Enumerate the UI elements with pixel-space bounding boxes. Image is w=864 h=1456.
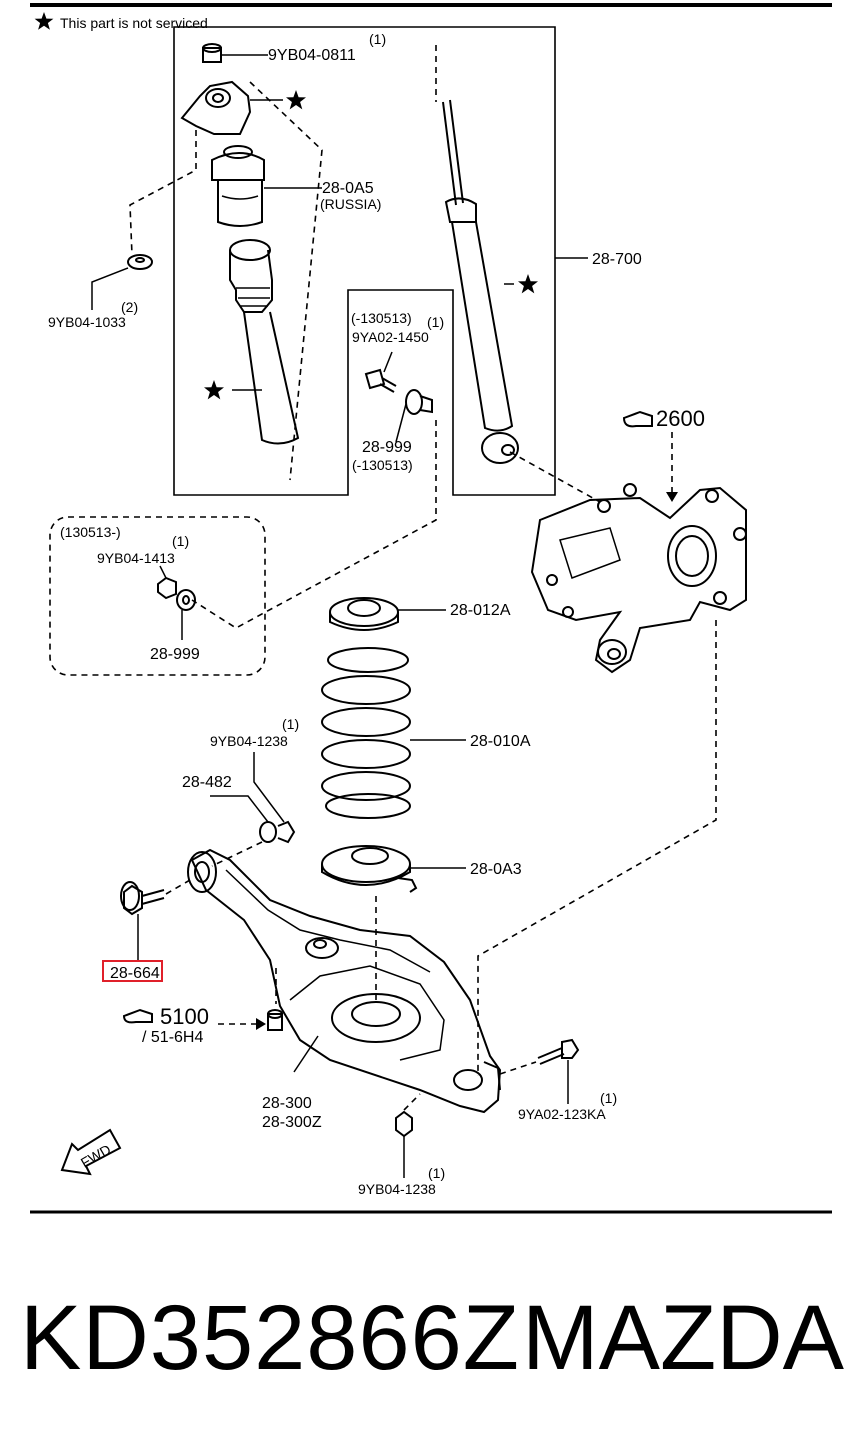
fwd-label: FWD xyxy=(78,1141,114,1171)
label-nut-top-qty: (1) xyxy=(369,31,386,47)
star-icon xyxy=(286,90,306,110)
star-icon xyxy=(204,380,224,400)
label-knuckle-ref: 2600 xyxy=(656,406,705,431)
coil-spring xyxy=(321,647,466,819)
bolt-1450 xyxy=(364,351,397,393)
inset-washer xyxy=(176,589,196,640)
knuckle xyxy=(530,483,747,674)
nut-low xyxy=(395,1093,421,1178)
label-washer: 9YB04-1033 xyxy=(48,314,126,330)
label-lower-seat: 28-0A3 xyxy=(470,861,522,878)
label-bolt-low: 9YA02-123KA xyxy=(518,1106,606,1122)
label-bump-stop-region: (RUSSIA) xyxy=(320,196,381,212)
label-arm-z: 28-300Z xyxy=(262,1114,322,1131)
pointing-hand-icon xyxy=(122,1008,153,1024)
label-washer-qty: (2) xyxy=(121,299,138,315)
highlight-box[interactable] xyxy=(102,960,163,982)
fwd-arrow: FWD xyxy=(60,1128,122,1176)
inset-nut xyxy=(157,565,177,600)
label-nut-top: 9YB04-0811 xyxy=(268,47,356,64)
knuckle-ref: 2600 xyxy=(622,406,705,502)
label-inset-qty: (1) xyxy=(172,533,189,549)
label-upper-seat: 28-012A xyxy=(450,602,511,619)
upper-mount xyxy=(180,80,306,135)
bush-482 xyxy=(210,752,296,844)
washer-1033 xyxy=(91,254,153,310)
label-bolt-qty: (1) xyxy=(427,314,444,330)
label-bump-stop: 28-0A5 xyxy=(322,180,374,197)
legend: This part is not serviced xyxy=(34,12,208,31)
label-nut-mid: 9YB04-1238 xyxy=(210,733,288,749)
upper-spring-seat xyxy=(329,597,446,631)
bump-stop xyxy=(211,145,322,227)
label-ref-5100-sub: / 51-6H4 xyxy=(142,1029,203,1046)
label-inset-nut: 9YB04-1413 xyxy=(97,550,175,566)
bolt-664 xyxy=(120,879,191,962)
legend-note: This part is not serviced xyxy=(60,15,208,31)
inset-box xyxy=(49,516,266,676)
label-sw-code: 28-999 xyxy=(362,439,412,456)
label-nut-low: 9YB04-1238 xyxy=(358,1181,436,1197)
mount-nut xyxy=(202,43,268,63)
washer-999-a xyxy=(395,389,433,443)
pointing-hand-icon xyxy=(622,410,653,428)
label-spring: 28-010A xyxy=(470,733,531,750)
label-shock: 28-700 xyxy=(592,251,642,268)
label-bolt-low-qty: (1) xyxy=(600,1090,617,1106)
bolt-123ka xyxy=(499,1038,580,1104)
dust-boot xyxy=(204,239,300,445)
label-highlight[interactable]: 28-664 xyxy=(110,965,160,982)
lower-spring-seat xyxy=(321,845,466,893)
label-sw-range: (-130513) xyxy=(352,457,413,473)
label-bolt: 9YA02-1450 xyxy=(352,329,429,345)
star-icon xyxy=(518,274,538,294)
label-inset-range: (130513-) xyxy=(60,524,121,540)
ref-5100: 5100 / 51-6H4 xyxy=(122,1004,266,1046)
label-bolt-range: (-130513) xyxy=(351,310,412,326)
label-arm: 28-300 xyxy=(262,1095,312,1112)
label-bush: 28-482 xyxy=(182,774,232,791)
shock-group-frame xyxy=(173,26,556,496)
label-nut-low-qty: (1) xyxy=(428,1165,445,1181)
lower-control-arm xyxy=(187,848,502,1114)
part-number: KD352866Z xyxy=(20,1287,520,1389)
label-ref-5100: 5100 xyxy=(160,1004,209,1029)
label-inset-washer: 28-999 xyxy=(150,646,200,663)
brand-name: MAZDA xyxy=(522,1287,844,1389)
stud-bolt xyxy=(267,1009,283,1031)
shock-absorber xyxy=(442,99,588,464)
label-nut-mid-qty: (1) xyxy=(282,716,299,732)
star-icon xyxy=(34,12,54,30)
